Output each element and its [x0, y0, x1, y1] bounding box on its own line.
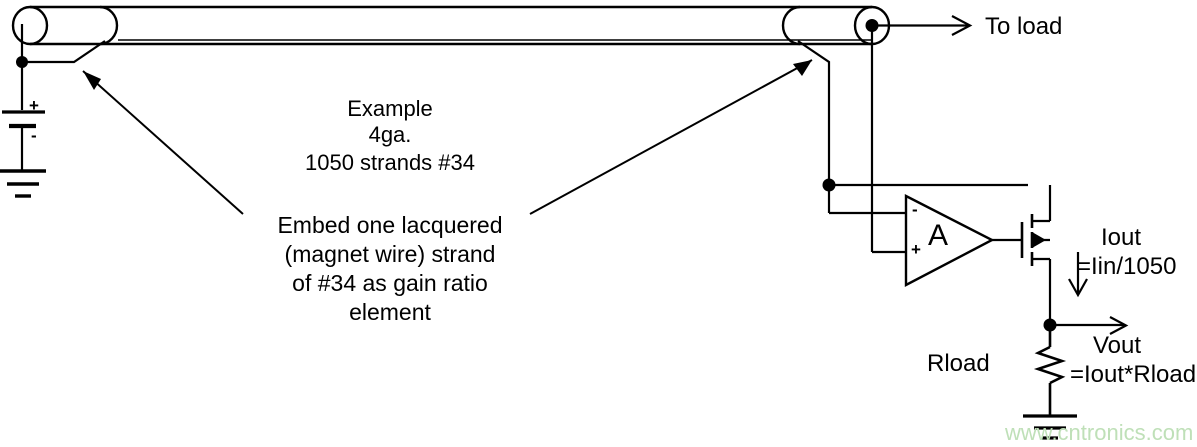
vout-label: Vout	[1093, 332, 1142, 359]
opamp-noninverting-input-label: +	[911, 240, 921, 259]
vout-equation-label: =Iout*Rload	[1070, 361, 1197, 388]
battery-negative-label: -	[31, 126, 37, 145]
opamp-triangle	[904, 194, 995, 287]
example-label-line1: Example	[347, 96, 433, 121]
opamp-inverting-input-label: -	[912, 200, 918, 219]
right-strand-wire	[797, 40, 831, 185]
opamp-gain-label: A	[928, 219, 949, 252]
example-label-line3: 1050 strands #34	[304, 150, 476, 175]
ground-symbol-right	[1023, 414, 1077, 440]
n-channel-mosfet	[1020, 185, 1052, 325]
rload-resistor	[1033, 325, 1067, 415]
left-strand-wire	[22, 40, 106, 64]
site-watermark: www.cntronics.com	[1005, 420, 1194, 445]
embed-note-line3: of #34 as gain ratio	[292, 270, 488, 296]
iout-direction-arrow	[1068, 252, 1088, 298]
dc-source-battery	[2, 110, 45, 129]
ground-symbol-left	[0, 169, 46, 198]
iout-label: Iout	[1101, 224, 1142, 251]
callout-arrow-left	[82, 70, 244, 215]
cable-to-opamp-feedback-wire	[870, 25, 906, 254]
embed-note-line4: element	[349, 299, 431, 325]
rload-label: Rload	[927, 350, 990, 377]
vout-arrow	[1050, 316, 1129, 335]
embed-note-line1: Embed one lacquered	[277, 212, 503, 238]
callout-arrow-right	[529, 59, 813, 215]
to-load-arrow	[872, 15, 973, 36]
iout-equation-label: =Iin/1050	[1077, 253, 1177, 280]
embed-note-line2: (magnet wire) strand	[284, 241, 496, 267]
cable-body	[30, 5, 872, 46]
example-label-line2: 4ga.	[368, 122, 412, 147]
to-load-label: To load	[985, 13, 1063, 40]
cable-left-endcap	[11, 5, 119, 46]
battery-positive-label: +	[29, 96, 39, 115]
strand-to-minus-input-wire	[827, 183, 1028, 215]
